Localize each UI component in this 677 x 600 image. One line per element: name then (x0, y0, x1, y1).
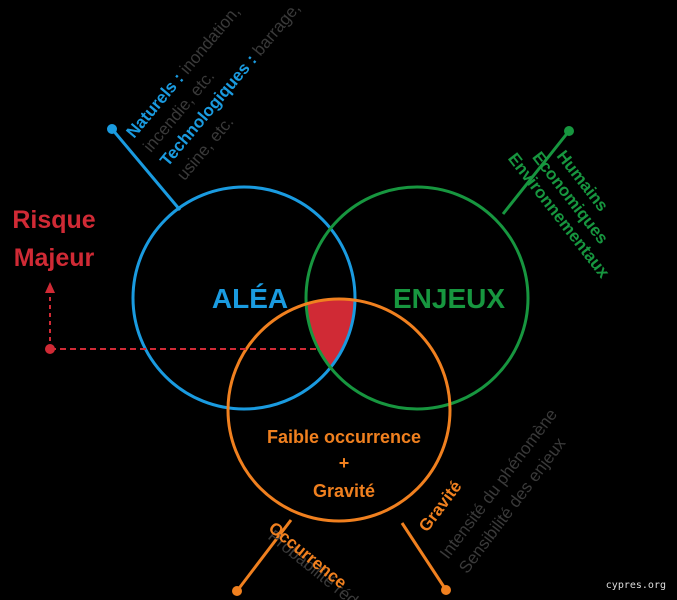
risk-connector-dot (45, 344, 55, 354)
center-text-line3: Gravité (313, 481, 375, 501)
enjeux-circle (304, 185, 530, 411)
enjeux-callout-line (501, 130, 571, 215)
center-text-line1: Faible occurrence (267, 427, 421, 447)
alea-title: ALÉA (212, 283, 288, 314)
enjeux-title: ENJEUX (393, 283, 505, 314)
occurrence-callout-line (235, 519, 293, 592)
alea-callout-dot (107, 124, 117, 134)
gravite-callout-dot (441, 585, 451, 595)
risk-title-line1: Risque (12, 206, 95, 234)
gravite-callout-line (400, 522, 448, 591)
occurrence-callout-dot (232, 586, 242, 596)
alea-callout-line (110, 128, 182, 211)
enjeux-callout-dot (564, 126, 574, 136)
occurrence-label: Occurrence (265, 518, 350, 592)
alea-circle (131, 185, 357, 411)
risk-arrow-icon (45, 282, 55, 293)
credit-text: cypres.org (606, 580, 666, 591)
risk-title-line2: Majeur (14, 244, 95, 272)
vulnerability-circle (226, 297, 452, 523)
alea-tech-text: barrage, (246, 0, 304, 63)
center-text-line2: + (339, 453, 350, 473)
